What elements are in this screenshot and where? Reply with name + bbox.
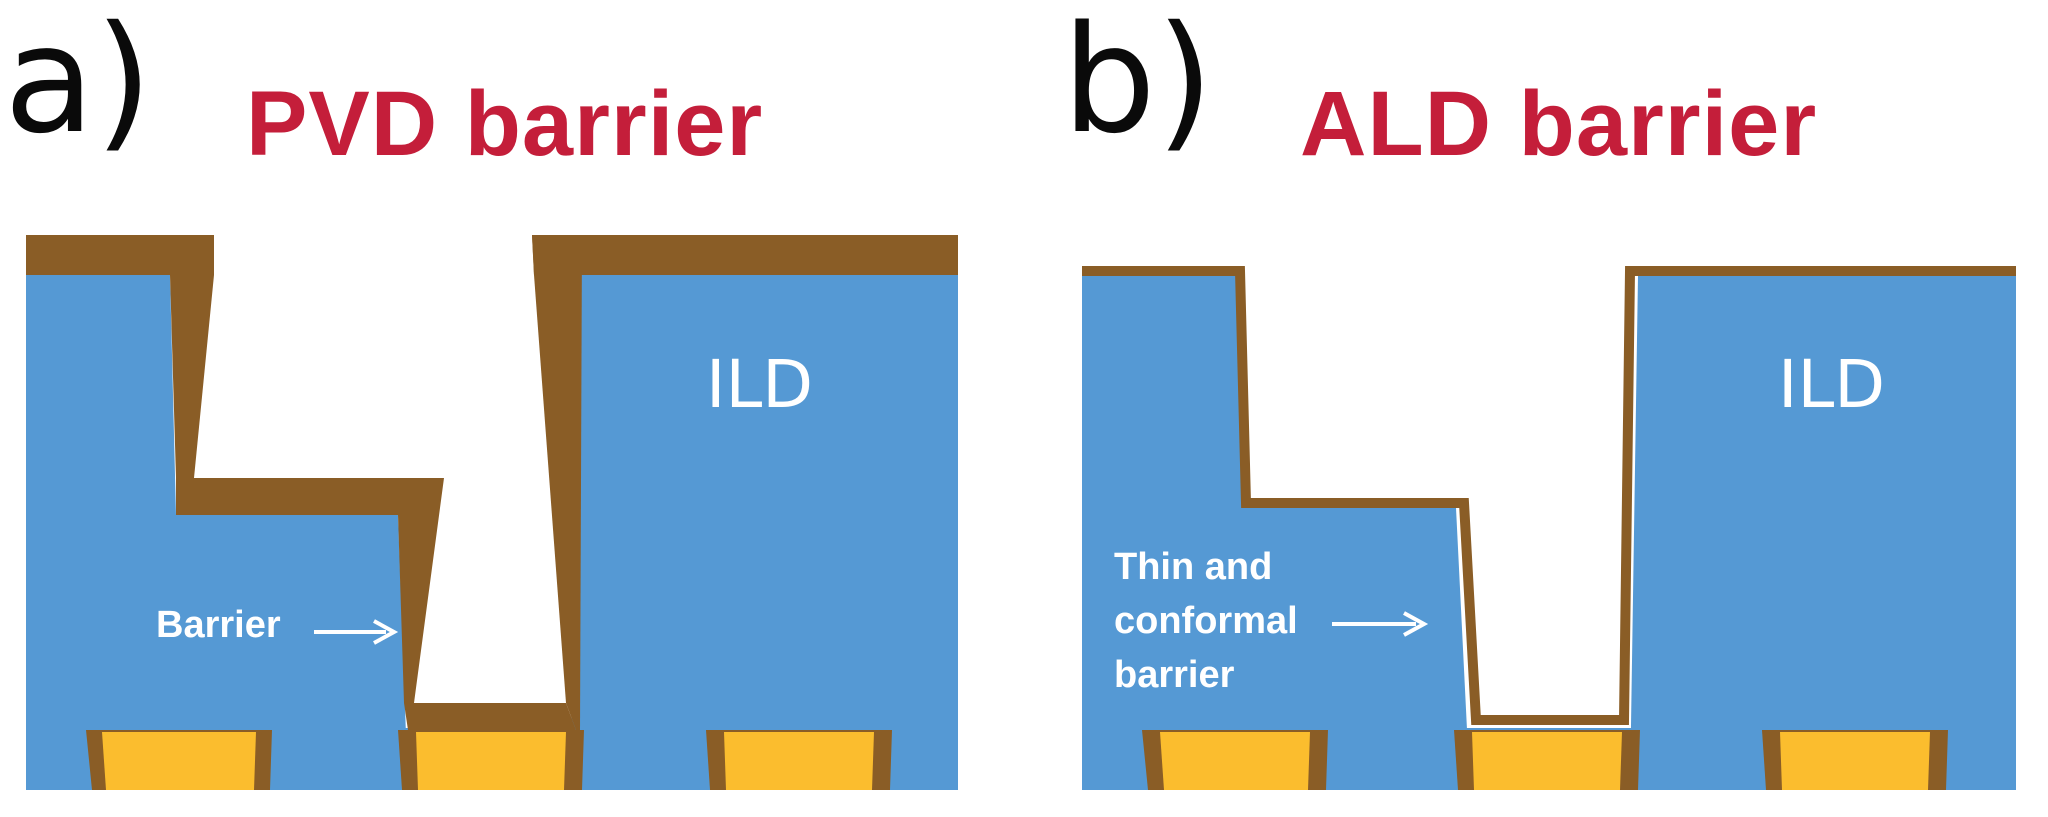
ald-via-left-metal [1160,732,1310,790]
panel-b-barrier-label: Thin and conformal barrier [1114,546,1298,696]
panel-b-letter: b) [1062,0,1214,166]
pvd-barrier-left-wall [170,275,214,478]
ald-via-mid-metal [1472,732,1622,790]
panel-b-title: ALD barrier [1300,73,1818,175]
ald-via-right-metal [1780,732,1930,790]
pvd-barrier-step [176,478,444,703]
ald-ild-left-body [1082,275,1470,790]
pvd-via-right-metal [724,732,874,790]
pvd-ild-body [26,275,408,790]
pvd-barrier-right-top [532,235,958,275]
pvd-barrier-right-wall [532,235,582,730]
pvd-ild-right-body [570,275,958,790]
pvd-via-mid-metal [416,732,566,790]
pvd-barrier-left-top [26,235,214,478]
pvd-barrier-trench-bottom [404,703,576,730]
panel-a-title: PVD barrier [246,73,764,175]
panel-a-barrier-label: Barrier [156,604,281,646]
panel-a: a) PVD barrier ILD Barrier [4,0,814,646]
ald-barrier-liner [1082,266,2016,725]
ald-barrier-arrowhead [1403,611,1429,637]
pvd-via-left-metal [102,732,256,790]
panel-b: b) ALD barrier ILD Thin and conformal ba… [1024,0,2048,817]
panel-a-ild-label: ILD [706,346,814,423]
pvd-structure [26,235,958,790]
panel-a-letter: a) [4,0,153,166]
panel-b-ild-label: ILD [1778,346,1886,423]
ald-ild-right-body [1630,275,2016,790]
pvd-barrier-arrowhead [373,619,399,645]
ald-structure [1082,266,2016,790]
